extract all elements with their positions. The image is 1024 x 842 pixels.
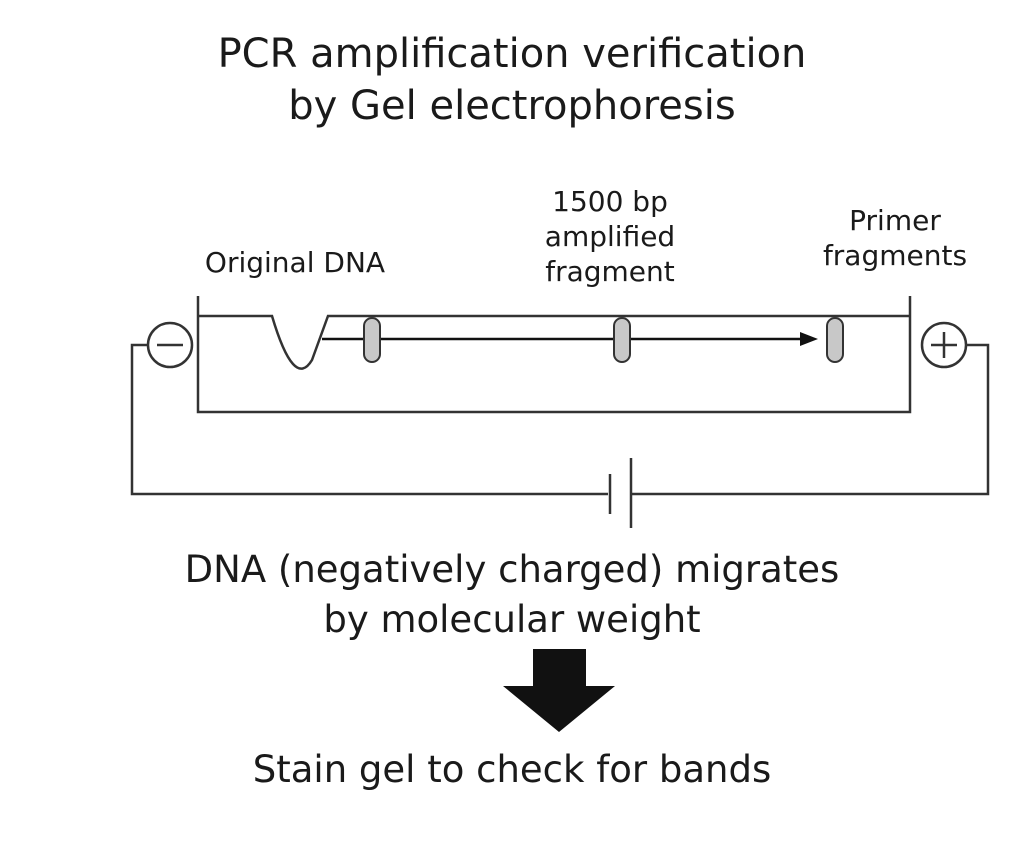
conclusion-text: Stain gel to check for bands	[252, 748, 772, 791]
label-original-dna-text: Original DNA	[204, 246, 386, 279]
label-primer-line-1: Primer	[849, 204, 941, 237]
migration-arrow-head	[800, 332, 818, 346]
circuit-wire-left	[130, 343, 608, 496]
migration-caption: DNA (negatively charged) migrates by mol…	[0, 545, 1024, 645]
label-amplified-fragment: 1500 bp amplified fragment	[480, 184, 740, 289]
diagram-title: PCR amplification verification by Gel el…	[0, 28, 1024, 132]
gel-tank	[196, 296, 912, 414]
band-primer-fragments	[826, 317, 844, 363]
label-amplified-line-2: amplified	[544, 220, 676, 253]
label-primer-fragments: Primer fragments	[780, 203, 1010, 273]
down-arrow-icon	[503, 649, 615, 732]
caption-line-2: by molecular weight	[323, 598, 701, 641]
title-line-2: by Gel electrophoresis	[288, 83, 736, 129]
label-original-dna: Original DNA	[150, 245, 440, 280]
label-primer-line-2: fragments	[822, 239, 968, 272]
caption-line-1: DNA (negatively charged) migrates	[184, 548, 840, 591]
negative-electrode	[146, 321, 194, 369]
title-line-1: PCR amplification verification	[217, 31, 807, 77]
band-amplified-fragment	[613, 317, 631, 363]
circuit-wire-right	[632, 343, 990, 496]
label-amplified-line-1: 1500 bp	[552, 185, 668, 218]
band-original-dna	[363, 317, 381, 363]
label-amplified-line-3: fragment	[545, 255, 675, 288]
positive-electrode	[920, 321, 968, 369]
